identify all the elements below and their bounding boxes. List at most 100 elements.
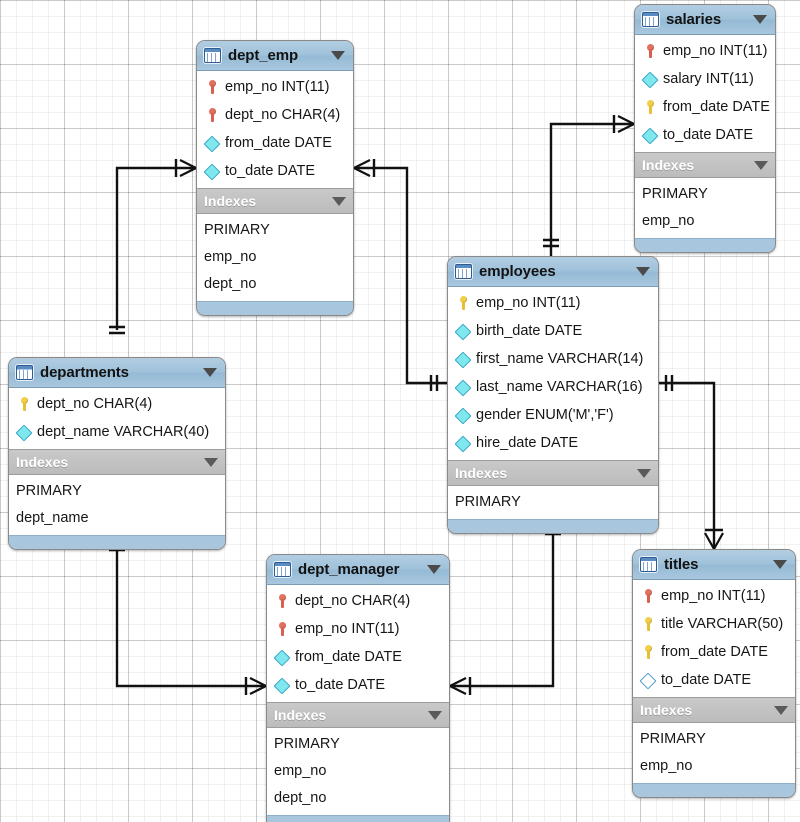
chevron-down-icon[interactable] <box>636 267 650 276</box>
chevron-down-icon[interactable] <box>331 51 345 60</box>
index-row[interactable]: dept_no <box>267 784 449 811</box>
column-label: from_date DATE <box>225 135 332 151</box>
index-row[interactable]: dept_name <box>9 504 225 531</box>
column-label: dept_name VARCHAR(40) <box>37 424 210 440</box>
chevron-down-icon[interactable] <box>774 705 788 715</box>
cyan-diamond-icon <box>455 435 471 451</box>
column-row[interactable]: last_name VARCHAR(16) <box>448 373 658 401</box>
table-header-dept_emp[interactable]: dept_emp <box>197 41 353 71</box>
chevron-down-icon[interactable] <box>203 368 217 377</box>
column-row[interactable]: dept_name VARCHAR(40) <box>9 418 225 446</box>
column-row[interactable]: from_date DATE <box>197 129 353 157</box>
index-row[interactable]: PRIMARY <box>635 180 775 207</box>
table-icon <box>642 12 659 27</box>
index-label: emp_no <box>274 762 327 779</box>
column-label: title VARCHAR(50) <box>661 616 784 632</box>
indexes-section-header[interactable]: Indexes <box>197 188 353 214</box>
column-row[interactable]: to_date DATE <box>267 671 449 699</box>
indexes-section-header[interactable]: Indexes <box>9 449 225 475</box>
column-row[interactable]: first_name VARCHAR(14) <box>448 345 658 373</box>
table-footer <box>633 783 795 797</box>
chevron-down-icon[interactable] <box>204 457 218 467</box>
table-header-salaries[interactable]: salaries <box>635 5 775 35</box>
index-label: emp_no <box>640 757 693 774</box>
table-header-dept_manager[interactable]: dept_manager <box>267 555 449 585</box>
column-row[interactable]: salary INT(11) <box>635 65 775 93</box>
indexes-section-header[interactable]: Indexes <box>267 702 449 728</box>
indexes-section-header[interactable]: Indexes <box>633 697 795 723</box>
indexes-section-header[interactable]: Indexes <box>635 152 775 178</box>
cyan-diamond-icon <box>274 649 290 665</box>
chevron-down-icon[interactable] <box>637 468 651 478</box>
column-label: to_date DATE <box>661 672 752 688</box>
column-row[interactable]: title VARCHAR(50) <box>633 610 795 638</box>
indexes-label: Indexes <box>274 707 327 723</box>
column-row[interactable]: emp_no INT(11) <box>197 73 353 101</box>
indexes-label: Indexes <box>642 157 695 173</box>
table-departments[interactable]: departments dept_no CHAR(4) dept_name VARC… <box>8 357 226 550</box>
indexes-section-header[interactable]: Indexes <box>448 460 658 486</box>
chevron-down-icon[interactable] <box>428 710 442 720</box>
column-row[interactable]: hire_date DATE <box>448 429 658 457</box>
chevron-down-icon[interactable] <box>753 15 767 24</box>
index-row[interactable]: PRIMARY <box>267 730 449 757</box>
column-row[interactable]: to_date DATE <box>635 121 775 149</box>
indexes-label: Indexes <box>16 454 69 470</box>
column-row[interactable]: to_date DATE <box>633 666 795 694</box>
column-row[interactable]: gender ENUM('M','F') <box>448 401 658 429</box>
column-label: to_date DATE <box>295 677 386 693</box>
column-row[interactable]: to_date DATE <box>197 157 353 185</box>
column-row[interactable]: birth_date DATE <box>448 317 658 345</box>
index-row[interactable]: emp_no <box>267 757 449 784</box>
index-row[interactable]: PRIMARY <box>448 488 658 515</box>
table-header-titles[interactable]: titles <box>633 550 795 580</box>
index-row[interactable]: PRIMARY <box>9 477 225 504</box>
column-row[interactable]: emp_no INT(11) <box>267 615 449 643</box>
table-employees[interactable]: employees emp_no INT(11) birth_date DATE fi… <box>447 256 659 534</box>
link-employees-salaries <box>549 122 634 256</box>
column-label: emp_no INT(11) <box>225 79 330 95</box>
index-list: PRIMARY emp_no <box>635 178 775 238</box>
table-dept_emp[interactable]: dept_emp emp_no INT(11) dept_no CHAR(4) fro… <box>196 40 354 316</box>
column-row[interactable]: dept_no CHAR(4) <box>197 101 353 129</box>
index-row[interactable]: PRIMARY <box>197 216 353 243</box>
index-label: emp_no <box>204 248 257 265</box>
column-row[interactable]: emp_no INT(11) <box>448 289 658 317</box>
column-label: birth_date DATE <box>476 323 583 339</box>
index-row[interactable]: emp_no <box>633 752 795 779</box>
index-row[interactable]: emp_no <box>635 207 775 234</box>
chevron-down-icon[interactable] <box>332 196 346 206</box>
indexes-label: Indexes <box>640 702 693 718</box>
chevron-down-icon[interactable] <box>427 565 441 574</box>
column-row[interactable]: emp_no INT(11) <box>635 37 775 65</box>
column-row[interactable]: from_date DATE <box>633 638 795 666</box>
red-key-icon <box>640 588 656 604</box>
index-row[interactable]: dept_no <box>197 270 353 297</box>
table-icon <box>274 562 291 577</box>
index-row[interactable]: emp_no <box>197 243 353 270</box>
table-header-employees[interactable]: employees <box>448 257 658 287</box>
column-label: dept_no CHAR(4) <box>37 396 153 412</box>
link-employees-dept_manager <box>450 518 555 688</box>
chevron-down-icon[interactable] <box>773 560 787 569</box>
index-label: PRIMARY <box>204 221 270 238</box>
gold-key-icon <box>640 644 656 660</box>
column-row[interactable]: dept_no CHAR(4) <box>9 390 225 418</box>
column-row[interactable]: emp_no INT(11) <box>633 582 795 610</box>
column-label: from_date DATE <box>295 649 402 665</box>
table-header-departments[interactable]: departments <box>9 358 225 388</box>
index-label: PRIMARY <box>642 185 708 202</box>
index-row[interactable]: PRIMARY <box>633 725 795 752</box>
index-list: PRIMARY <box>448 486 658 519</box>
indexes-label: Indexes <box>204 193 257 209</box>
column-row[interactable]: from_date DATE <box>267 643 449 671</box>
chevron-down-icon[interactable] <box>754 160 768 170</box>
column-row[interactable]: dept_no CHAR(4) <box>267 587 449 615</box>
table-name-label: employees <box>479 263 556 280</box>
column-row[interactable]: from_date DATE <box>635 93 775 121</box>
index-label: dept_no <box>204 275 257 292</box>
